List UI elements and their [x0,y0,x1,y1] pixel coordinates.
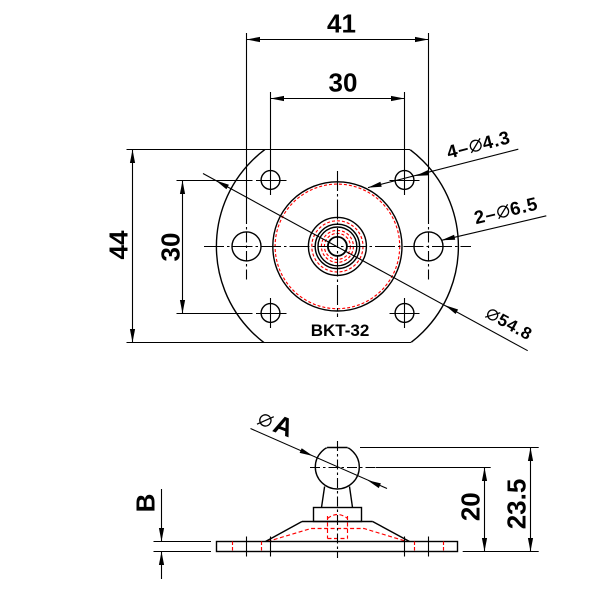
svg-text:30: 30 [156,233,186,262]
svg-text:44: 44 [104,230,134,259]
svg-text:30: 30 [329,68,358,98]
svg-text:BKT-32: BKT-32 [311,321,370,340]
svg-text:23.5: 23.5 [502,479,532,530]
svg-text:20: 20 [456,492,486,521]
svg-text:B: B [131,494,161,513]
svg-text:41: 41 [327,8,356,38]
svg-text:2–: 2– [472,203,499,229]
